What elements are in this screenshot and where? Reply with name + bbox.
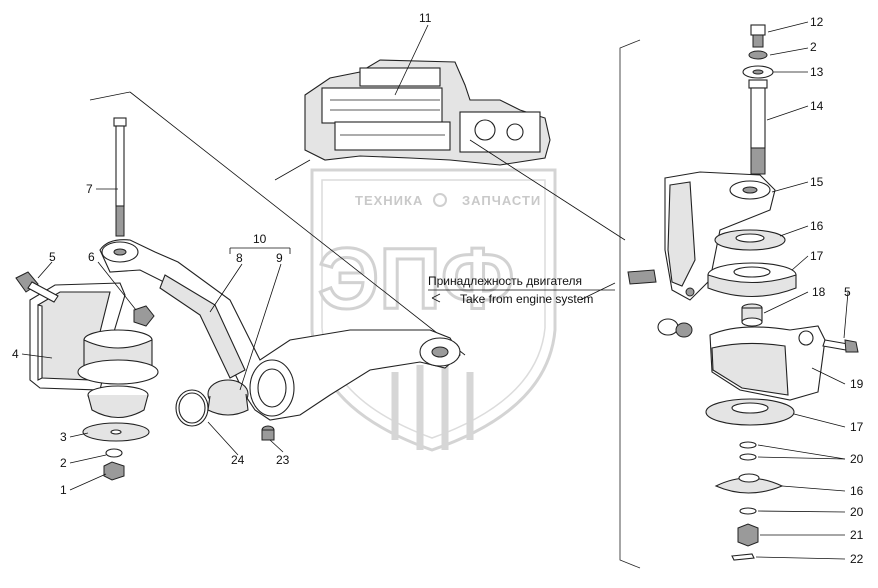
callout-2: 2	[60, 456, 67, 470]
frame-bracket-19	[709, 325, 826, 401]
bolt-5-left	[15, 271, 59, 303]
separator-line	[619, 39, 641, 569]
stud-short	[627, 269, 657, 285]
stud-14	[748, 79, 768, 175]
cushion-17-top	[707, 262, 797, 298]
bolt-5-right	[822, 339, 859, 353]
callout-5-right: 5	[844, 285, 851, 299]
callout-20-bottom: 20	[850, 505, 864, 519]
watermark-top-text-right: ЗАПЧАСТИ	[462, 193, 541, 208]
callout-16-bottom: 16	[850, 484, 864, 498]
callout-7: 7	[86, 182, 93, 196]
note-line-ru: Принадлежность двигателя	[428, 274, 582, 288]
callout-1: 1	[60, 483, 67, 497]
washer-20-b	[739, 453, 757, 461]
left-rubber-cushion	[77, 329, 159, 419]
callout-16: 16	[810, 219, 824, 233]
cushion-16-bottom	[714, 473, 784, 494]
callout-24: 24	[231, 453, 245, 467]
leader-line	[89, 91, 131, 101]
cushion-16-top	[714, 229, 786, 251]
watermark-big-text: ЭПФ	[318, 231, 514, 327]
cushion-17-bottom	[705, 398, 795, 426]
callout-10: 10	[253, 232, 267, 246]
note-line-en: Take from engine system	[460, 292, 593, 306]
callout-8: 8	[236, 251, 243, 265]
callout-17-bottom: 17	[850, 420, 864, 434]
washer-pair-left	[657, 318, 693, 338]
callout-21: 21	[850, 528, 864, 542]
callout-leaders	[21, 21, 849, 560]
callout-12: 12	[810, 15, 824, 29]
callout-3: 3	[60, 430, 67, 444]
callout-13: 13	[810, 65, 824, 79]
callout-2-right: 2	[810, 40, 817, 54]
watermark-shield: ТЕХНИКА ЗАПЧАСТИ ЭПФ	[310, 168, 557, 452]
engine-note: Принадлежность двигателя Take from engin…	[428, 274, 615, 306]
sleeve-9	[207, 379, 249, 416]
snap-ring-24-inner	[178, 392, 206, 424]
callout-17: 17	[810, 249, 824, 263]
bracket-15	[664, 171, 776, 301]
callout-labels: 1 2 3 4 5 6 7 8 9 10 11 12 2 13 14 15 16…	[12, 11, 864, 566]
support-arm	[99, 239, 461, 421]
gear-icon	[433, 193, 447, 207]
bolt-12	[750, 24, 766, 48]
washer-2-right	[748, 50, 768, 60]
wheat-icon	[391, 365, 474, 450]
washer-13-hole	[752, 69, 764, 75]
callout-6: 6	[88, 250, 95, 264]
washer-2-left	[105, 448, 123, 458]
callout-20: 20	[850, 452, 864, 466]
washer-20-c	[739, 507, 757, 515]
callout-5: 5	[49, 250, 56, 264]
engine-assembly	[304, 59, 551, 166]
callout-11: 11	[419, 11, 432, 25]
nut-1	[103, 461, 125, 481]
callout-15: 15	[810, 175, 824, 189]
bolt-7	[113, 117, 127, 237]
washer-3-hole	[110, 429, 122, 435]
cotter-pin-22	[731, 553, 755, 561]
nut-6-left	[133, 305, 155, 327]
callout-9: 9	[276, 251, 283, 265]
callout-23: 23	[276, 453, 290, 467]
washer-20-a	[739, 441, 757, 449]
callout-18: 18	[812, 285, 826, 299]
callout-22: 22	[850, 552, 864, 566]
callout-4: 4	[12, 347, 19, 361]
leader-line	[469, 139, 626, 241]
castle-nut-21	[737, 523, 759, 547]
leader-line	[129, 91, 466, 356]
watermark-top-text: ТЕХНИКА	[355, 193, 423, 208]
callout-14: 14	[810, 99, 824, 113]
callout-19: 19	[850, 377, 864, 391]
leader-line	[274, 159, 311, 181]
plug-23	[261, 425, 275, 441]
sleeve-18	[741, 303, 763, 327]
